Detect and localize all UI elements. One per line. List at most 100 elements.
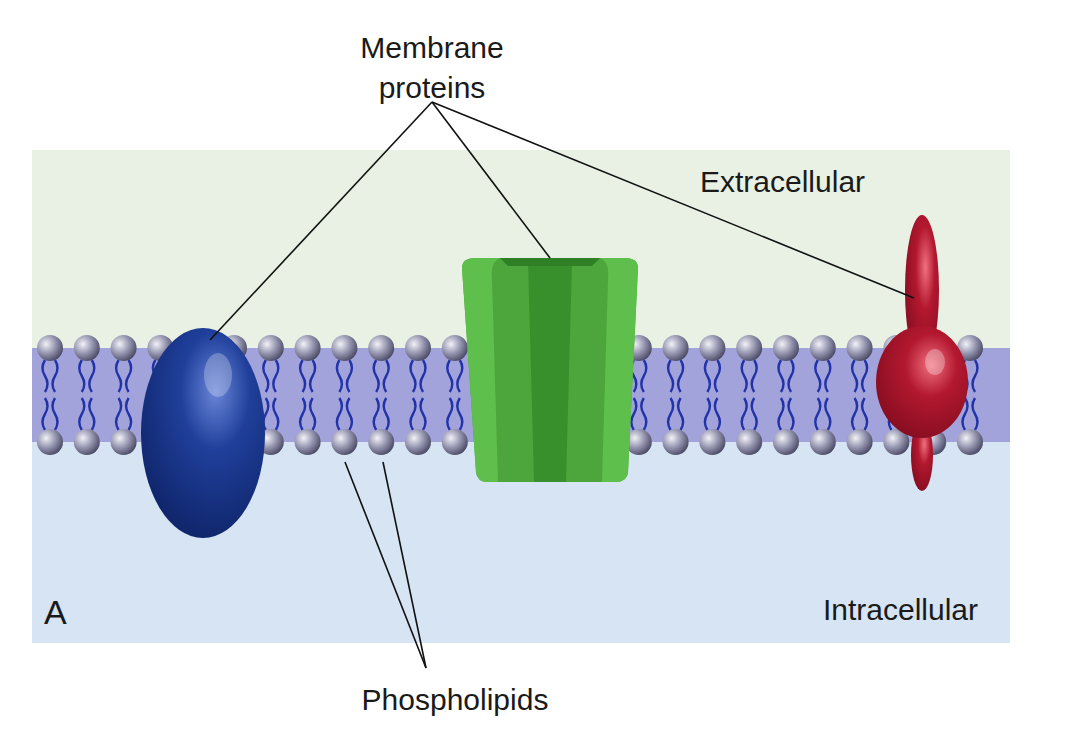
membrane-protein-channel	[462, 258, 638, 482]
lipid-head	[810, 335, 836, 361]
lipid-tail	[715, 360, 720, 392]
lipid-tail	[678, 360, 683, 392]
lipid-tail	[337, 398, 342, 430]
lipid-head	[331, 429, 357, 455]
lipid-tail	[825, 360, 830, 392]
panel-letter: A	[44, 592, 104, 632]
lipid-head	[111, 429, 137, 455]
lipid-tail	[411, 398, 416, 430]
lipid-tail	[374, 360, 379, 392]
lipid-tail	[53, 360, 58, 392]
callout-label: Membrane proteins	[322, 28, 542, 108]
lipid-tail	[43, 398, 48, 430]
channel-pore	[528, 262, 572, 482]
callout-label: Phospholipids	[290, 682, 620, 718]
lipid-tail	[273, 360, 278, 392]
lipid-tail	[374, 398, 379, 430]
lipid-head	[368, 429, 394, 455]
lipid-tail	[825, 398, 830, 430]
lipid-head	[37, 335, 63, 361]
lipid-head	[295, 335, 321, 361]
protein-highlight	[925, 349, 945, 375]
channel-body	[462, 258, 638, 482]
lipid-tail	[384, 360, 389, 392]
membrane-protein-receptor	[876, 215, 968, 491]
lipid-tail	[457, 398, 462, 430]
lipid-tail	[126, 360, 131, 392]
lipid-tail	[79, 398, 84, 430]
leader-line	[345, 462, 426, 668]
lipid-tail	[779, 360, 784, 392]
lipid-tail	[310, 360, 315, 392]
lipid-tail	[779, 398, 784, 430]
lipid-head	[37, 429, 63, 455]
lipid-tail	[116, 360, 121, 392]
region-label: Extracellular	[700, 164, 1000, 200]
lipid-head	[736, 429, 762, 455]
lipid-tail	[742, 360, 747, 392]
lipid-head	[699, 429, 725, 455]
channel-wing	[600, 258, 638, 482]
protein-highlight	[204, 353, 232, 397]
lipid-head	[74, 335, 100, 361]
lipid-tail	[789, 398, 794, 430]
lipid-head	[773, 429, 799, 455]
lipid-tail	[815, 398, 820, 430]
lipid-tail	[973, 398, 978, 430]
lipid-tail	[263, 360, 268, 392]
lipid-tail	[310, 398, 315, 430]
lipid-head	[111, 335, 137, 361]
lipid-tail	[973, 360, 978, 392]
lipid-tail	[678, 398, 683, 430]
lipid-tail	[789, 360, 794, 392]
lipid-tail	[715, 398, 720, 430]
lipid-tail	[89, 360, 94, 392]
lipid-tail	[852, 360, 857, 392]
lipid-tail	[347, 360, 352, 392]
lipid-tail	[641, 360, 646, 392]
leader-line	[210, 102, 432, 340]
lipid-tail	[752, 360, 757, 392]
lipid-tail	[273, 398, 278, 430]
lipid-head	[663, 429, 689, 455]
lipid-tail	[447, 360, 452, 392]
lipid-tail	[852, 398, 857, 430]
lipid-tail	[300, 398, 305, 430]
lipid-tail	[447, 398, 452, 430]
lipid-tail	[421, 360, 426, 392]
lipid-tail	[705, 360, 710, 392]
lipid-tail	[668, 360, 673, 392]
lipid-tail	[411, 360, 416, 392]
lipid-tail	[752, 398, 757, 430]
lipid-head	[810, 429, 836, 455]
lipid-head	[773, 335, 799, 361]
leader-line	[383, 462, 426, 668]
lipid-head	[295, 429, 321, 455]
leader-line	[432, 102, 914, 298]
lipid-tail	[53, 398, 58, 430]
lipid-head	[405, 335, 431, 361]
lipid-head	[258, 335, 284, 361]
lipid-tail	[705, 398, 710, 430]
lipid-head	[368, 335, 394, 361]
lipid-head	[74, 429, 100, 455]
lipid-tail	[457, 360, 462, 392]
channel-wing	[462, 258, 500, 482]
lipid-head	[442, 335, 468, 361]
lipid-head	[442, 429, 468, 455]
lipid-tail	[43, 360, 48, 392]
lipid-tail	[337, 360, 342, 392]
lipid-head	[699, 335, 725, 361]
lipid-tail	[641, 398, 646, 430]
membrane-protein-globular	[141, 328, 265, 538]
lipid-tail	[862, 360, 867, 392]
channel-rim	[500, 258, 600, 266]
lipid-head	[663, 335, 689, 361]
receptor-body	[876, 326, 968, 438]
lipid-tail	[89, 398, 94, 430]
lipid-tail	[300, 360, 305, 392]
lipid-tail	[862, 398, 867, 430]
lipid-tail	[116, 398, 121, 430]
region-label: Intracellular	[700, 592, 978, 628]
